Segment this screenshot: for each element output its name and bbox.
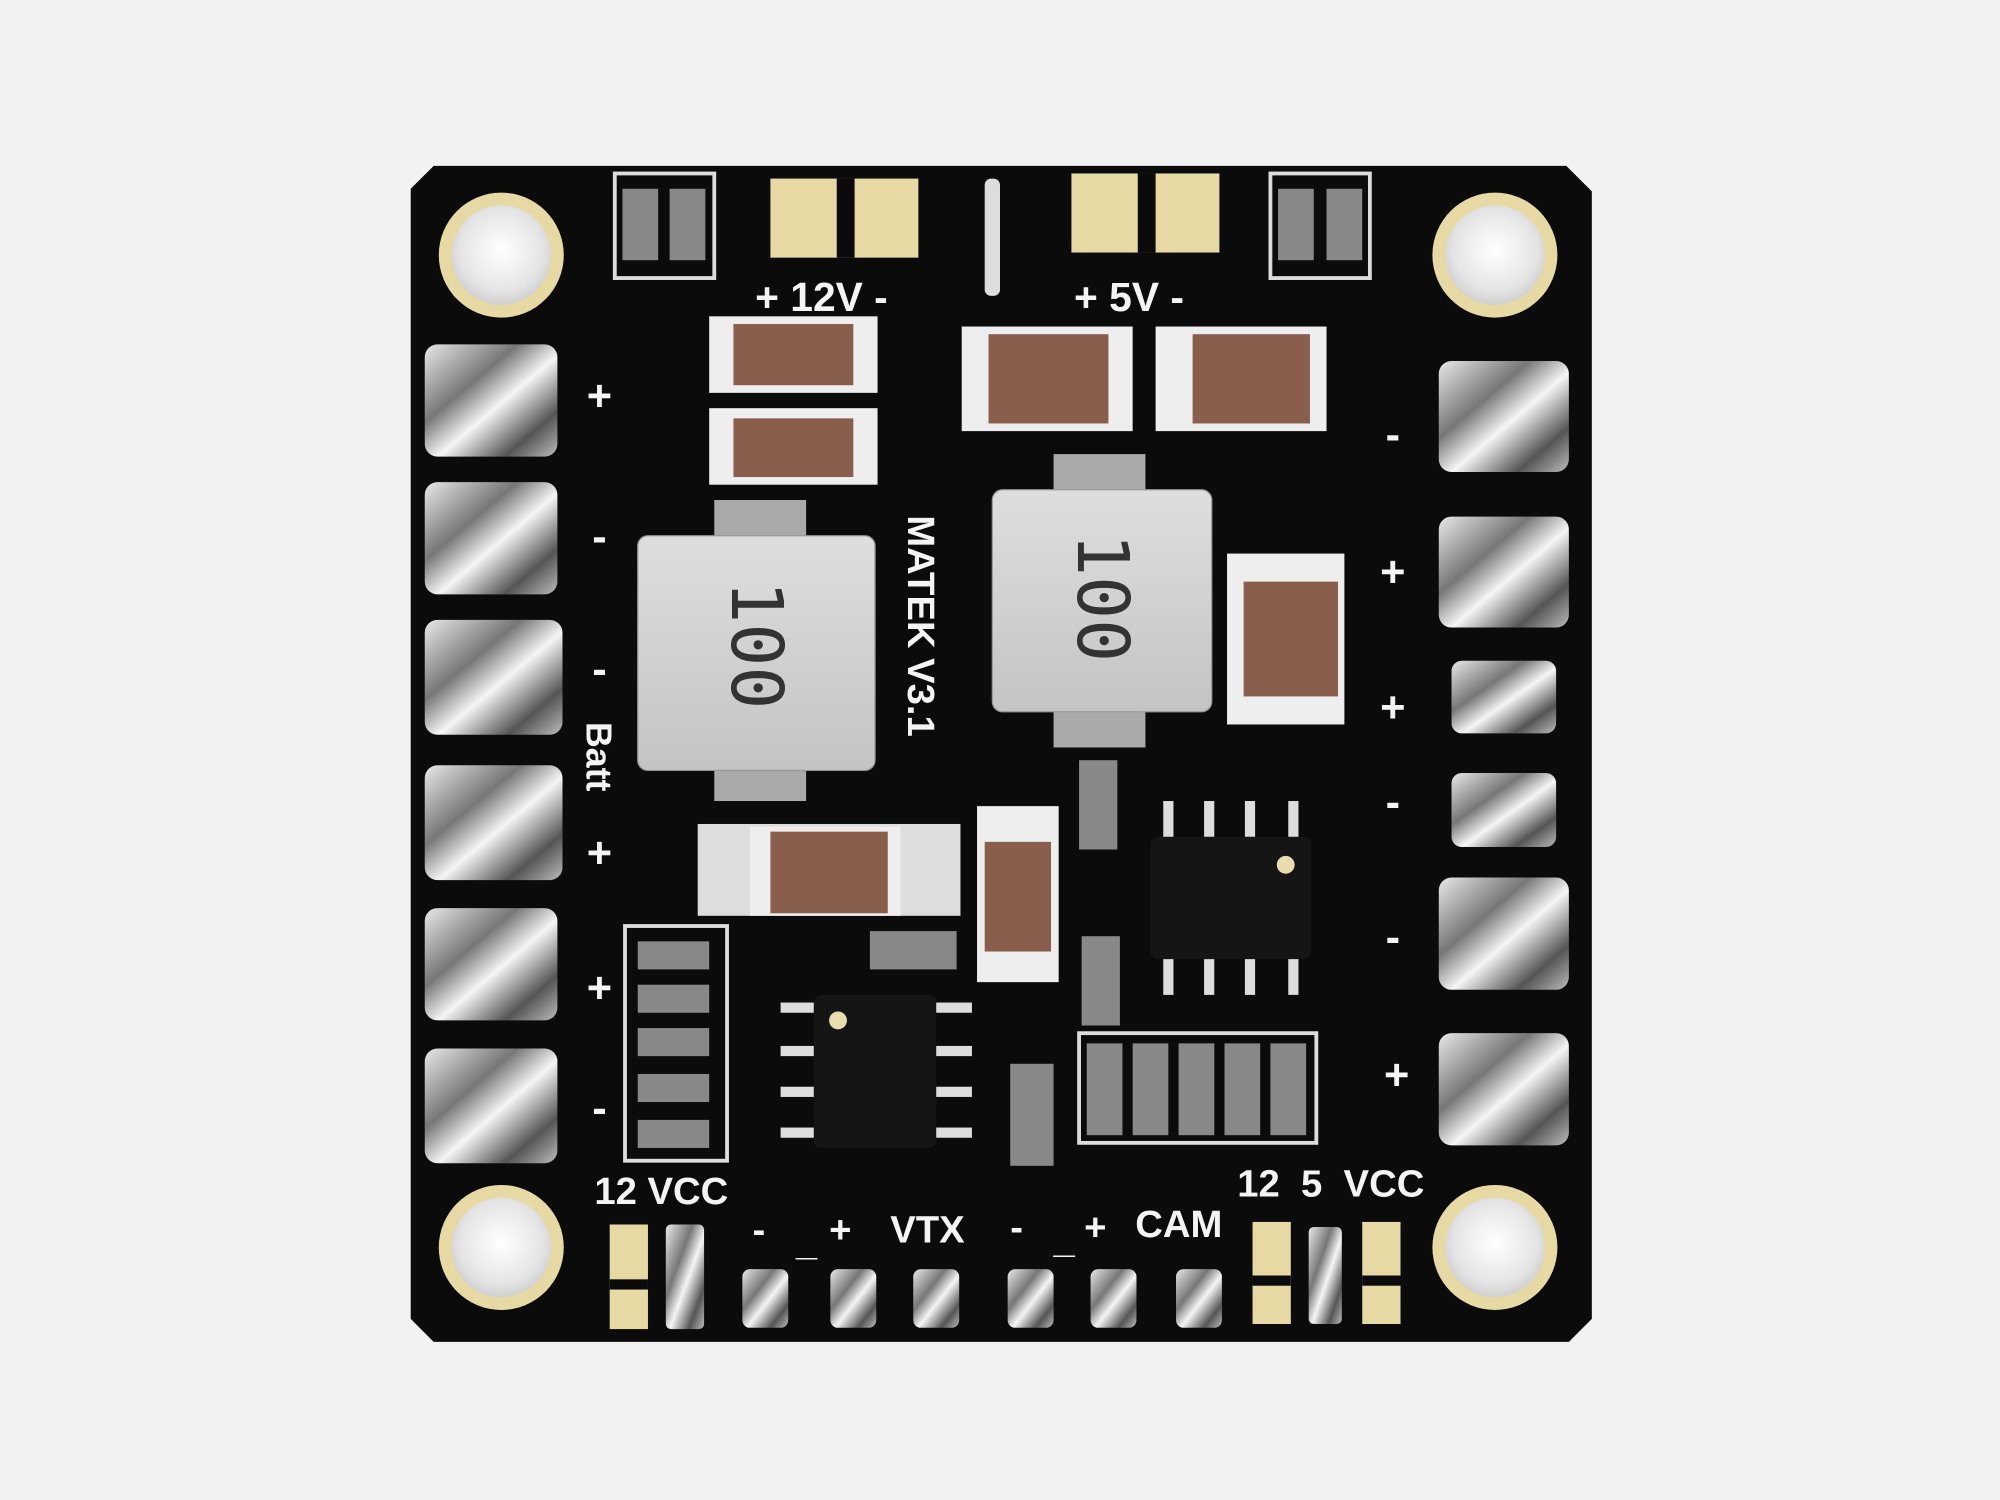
left-pad-label: + [587, 373, 612, 421]
inductor-marking: 100 [1061, 533, 1144, 662]
label-cam-plus: + [1084, 1206, 1106, 1249]
left-pad-label: - [592, 646, 606, 694]
label-cam: CAM [1135, 1203, 1222, 1246]
left-pad-label: + [587, 965, 612, 1013]
label-vtx-plus: + [829, 1208, 851, 1251]
label-12-5-vcc: 12 5 VCC [1237, 1162, 1424, 1205]
top-components [612, 171, 1372, 296]
bottom-solder-pads [609, 1221, 1401, 1330]
right-pad-label: + [1384, 1051, 1409, 1099]
right-pad-label: - [1386, 411, 1400, 459]
right-pad-label: - [1386, 914, 1400, 962]
resistors [623, 760, 1319, 1166]
right-pad-label: - [1386, 778, 1400, 826]
right-pad-label: + [1380, 684, 1405, 732]
left-solder-pads [424, 344, 563, 1164]
label-12-vcc: 12 VCC [594, 1170, 728, 1213]
batt-label: Batt [579, 722, 619, 792]
right-pad-label: + [1380, 549, 1405, 597]
inductor-left: 100 [637, 500, 876, 802]
inductor-right: 100 [991, 454, 1213, 748]
left-pad-label: - [592, 513, 606, 561]
label-vtx-gnd: _ [795, 1221, 818, 1264]
label-5v: + 5V - [1074, 274, 1184, 320]
ic-chip-right [1150, 801, 1312, 995]
mounting-holes [438, 192, 1558, 1310]
brand-label: MATEK [899, 515, 942, 649]
label-cam-minus: - [1010, 1206, 1023, 1249]
left-pad-label: + [587, 829, 612, 877]
right-solder-pads [1438, 360, 1569, 1146]
left-pad-label: - [592, 1084, 606, 1132]
label-12v: + 12V - [755, 274, 888, 320]
capacitors [697, 316, 1345, 983]
ic-chip-left [780, 994, 972, 1148]
label-vtx-minus: - [753, 1208, 766, 1251]
inductor-marking: 100 [715, 580, 798, 709]
label-vtx: VTX [890, 1208, 965, 1251]
label-cam-gnd: _ [1053, 1219, 1076, 1262]
version-label: V3.1 [899, 658, 942, 737]
